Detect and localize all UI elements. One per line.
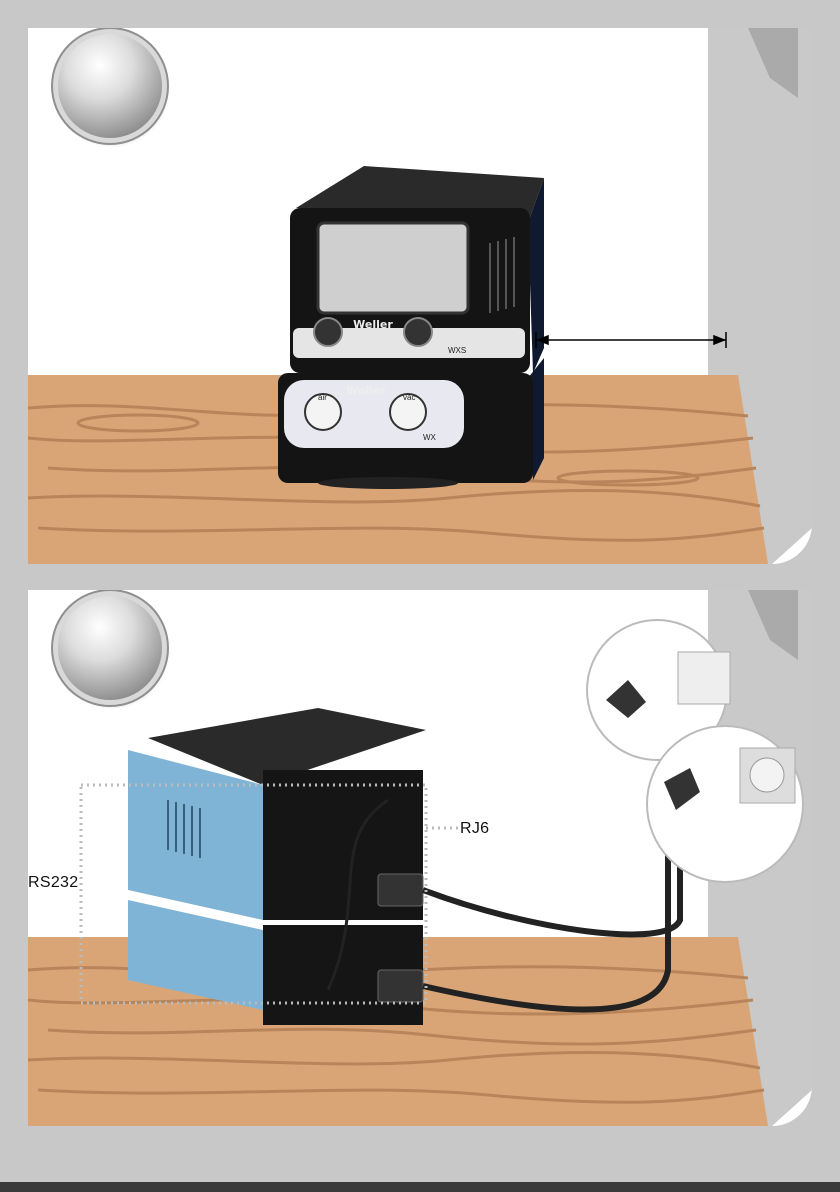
unit-brand: Weller — [346, 384, 386, 397]
distance-arrow — [536, 332, 726, 348]
station-brand: Weller — [353, 318, 393, 331]
eu-socket-face — [750, 758, 784, 792]
step-2-panel: RJ6 RS232 — [28, 590, 812, 1126]
tool-socket-1 — [314, 318, 342, 346]
rj6-label: RJ6 — [460, 820, 489, 838]
air-label: air — [318, 393, 327, 402]
station-base — [318, 477, 458, 489]
uk-socket — [678, 652, 730, 704]
station-display — [318, 223, 468, 313]
bottom-bar — [0, 1182, 840, 1192]
step-1-badge — [58, 34, 162, 138]
vac-label: vac — [403, 393, 415, 402]
power-socket-2 — [378, 970, 423, 1002]
step-2-badge — [58, 596, 162, 700]
station-model: WXS — [448, 346, 466, 355]
unit-model: WX — [423, 433, 437, 442]
rs232-label: RS232 — [28, 874, 78, 892]
tool-socket-2 — [404, 318, 432, 346]
power-socket-1 — [378, 874, 423, 906]
step-1-panel: Weller WXS air vac Weller WX — [28, 28, 812, 564]
